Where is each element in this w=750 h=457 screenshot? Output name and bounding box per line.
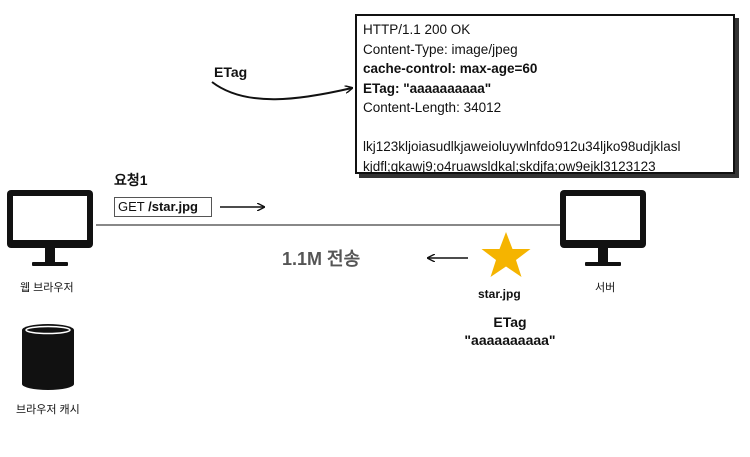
cache-database-icon <box>22 324 74 390</box>
response-status-line: HTTP/1.1 200 OK <box>363 22 471 37</box>
star-icon <box>481 232 531 277</box>
star-etag-title: ETag <box>493 314 527 330</box>
response-blank-line <box>363 118 733 138</box>
star-filename-label: star.jpg <box>478 287 521 301</box>
response-cache-control: cache-control: max-age=60 <box>363 61 538 76</box>
server-monitor-icon <box>560 190 646 266</box>
cache-label: 브라우저 캐시 <box>16 404 80 416</box>
response-body-line-1: lkj123kljoiasudlkjaweioluywlnfdo912u34lj… <box>363 139 681 154</box>
star-etag-block: ETag "aaaaaaaaaa" <box>430 313 590 349</box>
browser-monitor-icon <box>7 190 93 266</box>
response-etag: ETag: "aaaaaaaaaa" <box>363 80 492 96</box>
star-etag-value: "aaaaaaaaaa" <box>464 332 556 348</box>
etag-callout-label: ETag <box>214 64 248 80</box>
response-content-type: Content-Type: image/jpeg <box>363 41 518 57</box>
response-body-line-2: kjdfl;qkawj9;o4ruawsldkal;skdjfa;ow9ejkl… <box>363 158 656 174</box>
transfer-size-label: 1.1M 전송 <box>282 249 361 269</box>
request-path: /star.jpg <box>148 199 198 214</box>
response-content-length: Content-Length: 34012 <box>363 100 502 115</box>
server-label: 서버 <box>595 282 616 294</box>
etag-curved-arrow <box>211 81 352 101</box>
request-box: GET /star.jpg <box>114 197 212 217</box>
request-title: 요청1 <box>114 172 148 188</box>
request-method: GET <box>118 199 145 214</box>
browser-label: 웹 브라우저 <box>20 282 74 294</box>
http-response-box: HTTP/1.1 200 OK Content-Type: image/jpeg… <box>355 14 735 174</box>
